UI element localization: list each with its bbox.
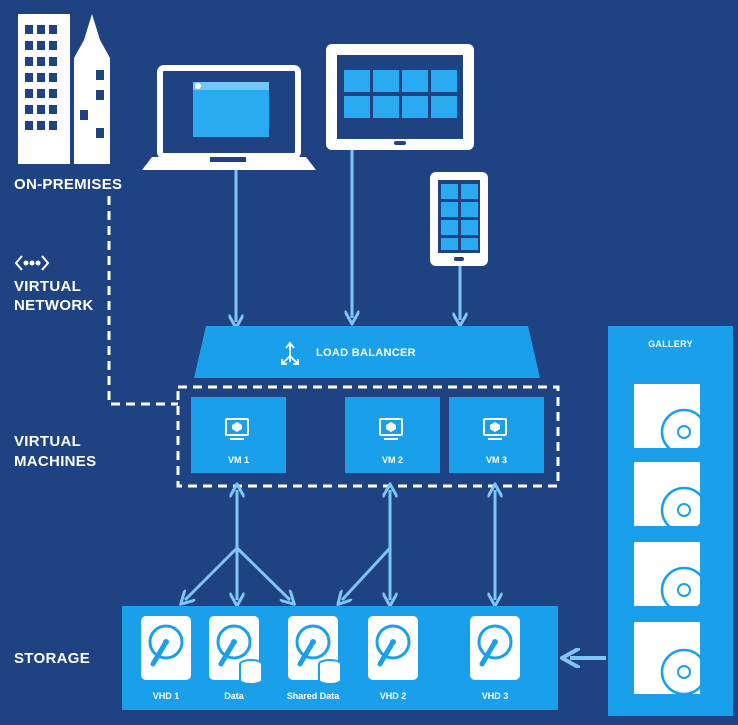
load-balancer-label: LOAD BALANCER — [316, 347, 416, 359]
gallery-tile-sql-server[interactable] — [634, 542, 708, 614]
vm-label-3: VM 3 — [485, 455, 507, 465]
disk-label-data: Data — [224, 691, 244, 701]
disk-label-vhd2: VHD 2 — [379, 691, 407, 701]
disc-icon — [660, 566, 708, 614]
monitor-icon — [225, 418, 249, 440]
gallery-tile-linux[interactable] — [634, 462, 708, 534]
gallery-tile-more[interactable] — [634, 622, 708, 696]
vm-label-1: VM 1 — [227, 455, 249, 465]
gallery-item-sql-server: SQL SERVER — [640, 548, 695, 557]
vm1-vhd1-arrow — [185, 546, 239, 600]
disk-label-vhd1: VHD 1 — [152, 691, 180, 701]
hard-disk-icon — [209, 616, 263, 685]
laptop-icon — [142, 65, 316, 170]
disc-icon — [660, 486, 708, 534]
vm-box-1[interactable] — [191, 397, 286, 473]
monitor-icon — [379, 418, 403, 440]
gallery-item-more: ••• — [640, 628, 650, 637]
virtual-network-label-line2: NETWORK — [14, 297, 94, 314]
disc-icon — [660, 408, 708, 456]
disk-label-shared-data: Shared Data — [286, 691, 340, 701]
virtual-machines-group — [176, 385, 560, 488]
virtual-machines-label-line1: VIRTUAL — [14, 433, 82, 450]
load-balancer[interactable] — [194, 326, 540, 378]
vm-box-3[interactable] — [449, 397, 544, 473]
gallery-tile-windows[interactable] — [634, 384, 708, 456]
vm1-shared-arrow — [235, 546, 290, 600]
on-premises-label: ON-PREMISES — [14, 176, 123, 193]
disk-label-vhd3: VHD 3 — [481, 691, 509, 701]
gallery-item-windows: WINDOWS — [640, 390, 683, 399]
hard-disk-icon — [141, 616, 191, 680]
load-balancer-icon — [281, 341, 299, 365]
disc-icon — [660, 648, 708, 696]
building-icon — [18, 14, 110, 164]
tablet-icon — [326, 44, 474, 150]
vm2-shared-arrow — [342, 546, 392, 600]
hard-disk-icon — [368, 616, 418, 680]
gallery-item-linux: LINUX — [640, 468, 666, 477]
vm-label-2: VM 2 — [381, 455, 403, 465]
hard-disk-icon — [288, 616, 342, 685]
gallery-title: GALLERY — [648, 339, 693, 349]
storage-label: STORAGE — [14, 650, 91, 667]
hard-disk-icon — [470, 616, 520, 680]
phone-icon — [430, 172, 488, 266]
vm-box-2[interactable] — [345, 397, 440, 473]
virtual-network-label-line1: VIRTUAL — [14, 278, 82, 295]
monitor-icon — [483, 418, 507, 440]
virtual-machines-label-line2: MACHINES — [14, 453, 97, 470]
virtual-network-icon — [14, 255, 50, 271]
